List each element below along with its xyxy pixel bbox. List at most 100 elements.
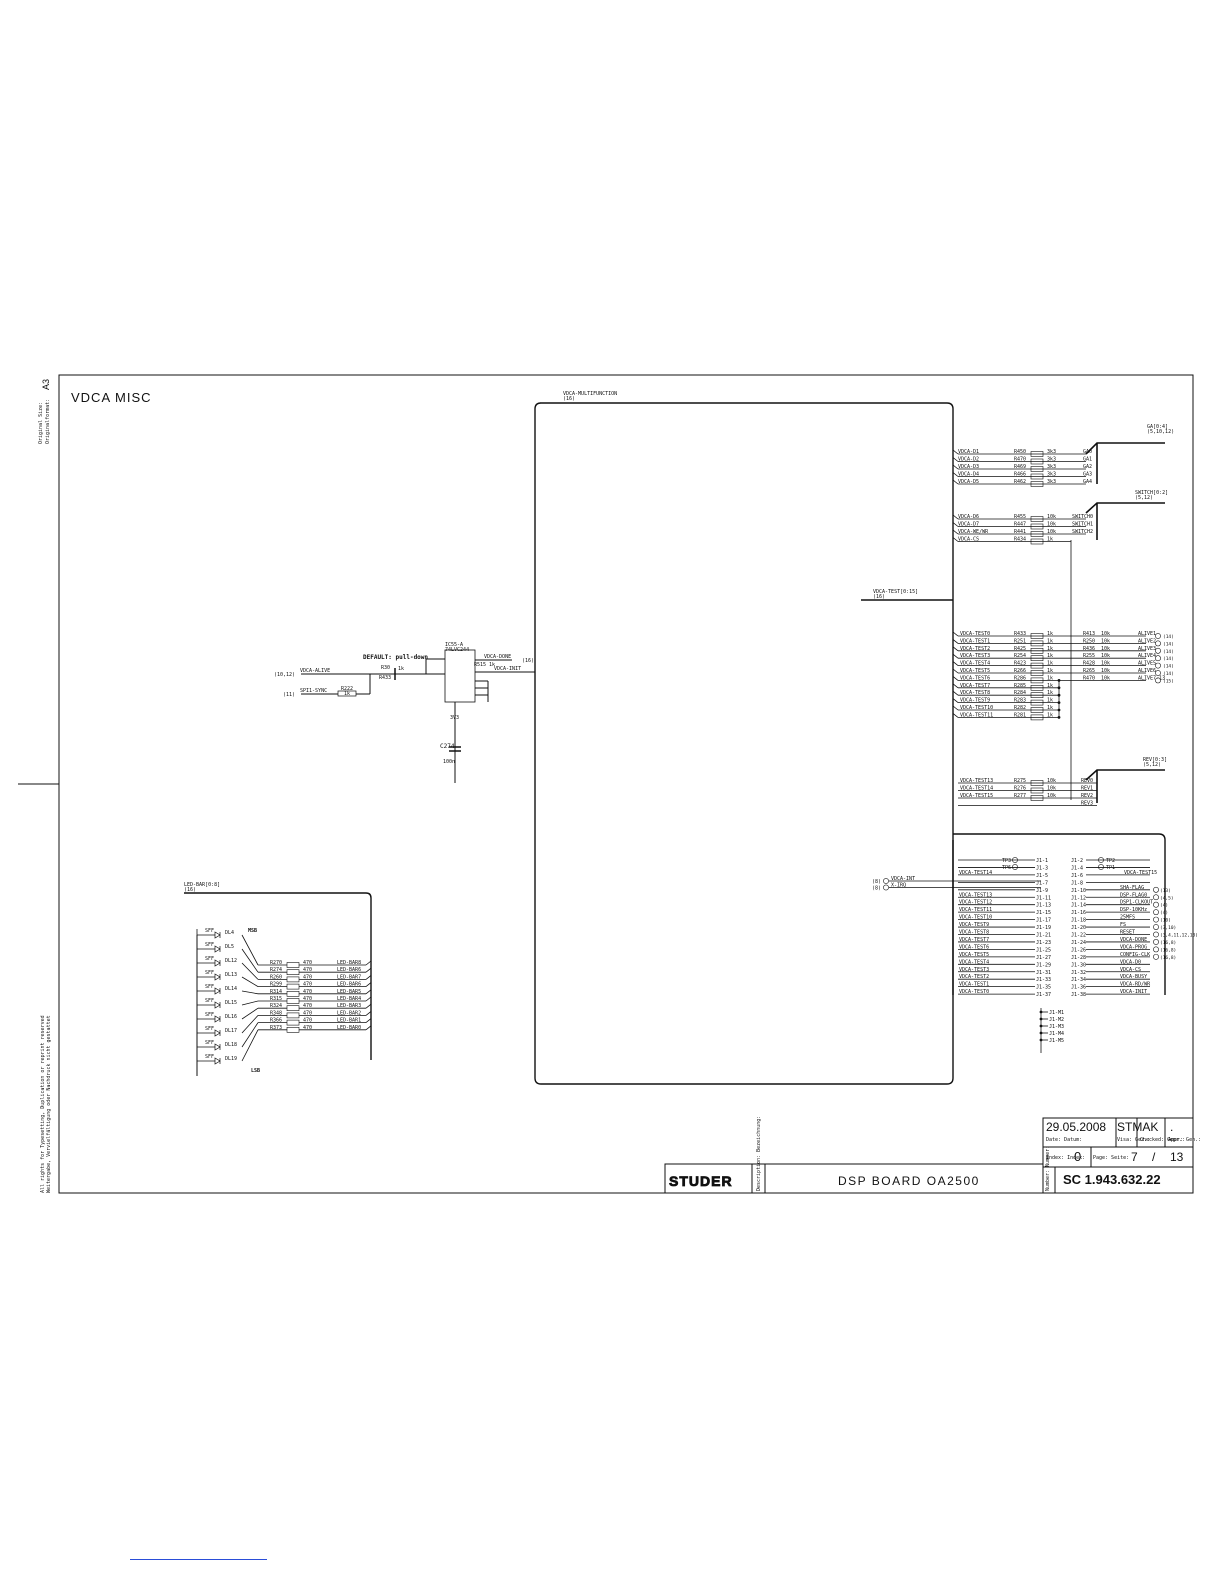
bus-entry: [365, 1011, 372, 1016]
checked-mark: .: [1170, 1120, 1173, 1134]
led-diode-icon: [214, 1057, 221, 1065]
connector-ref: (16,8): [1160, 940, 1176, 946]
bus-entry: [365, 975, 372, 980]
connector-net: VDCA-DONE: [1120, 937, 1147, 943]
bus-entry: [365, 982, 372, 987]
test-net-name: VDCA-TEST3: [960, 653, 990, 659]
alive-output-ref: (14): [1163, 671, 1174, 677]
connector-pin: J1-30: [1071, 962, 1086, 968]
footer-link-underline[interactable]: [130, 1559, 267, 1560]
connector-net: VDCA-TEST9: [959, 922, 989, 928]
r222-value: 1k: [344, 691, 350, 697]
connector-net: VDCA-TEST10: [959, 915, 992, 921]
alive-output-ref: (14): [1163, 664, 1174, 670]
connector-pin: J1-10: [1071, 888, 1086, 894]
r433-label: R433: [379, 675, 391, 681]
led-resistor-ref: R314: [270, 989, 282, 995]
connector-port: [1153, 886, 1159, 893]
revision-author: STMAK: [1117, 1120, 1158, 1134]
alive-resistor-value: 10k: [1101, 675, 1110, 681]
index-value: 0: [1074, 1149, 1081, 1164]
connector-pin: J1-8: [1071, 880, 1083, 886]
ga-resistor: [1030, 466, 1044, 472]
test-resistor: [1030, 707, 1044, 713]
rev-output: REV1: [1081, 786, 1093, 792]
led-color: SFF: [205, 956, 214, 962]
bus-entry: [952, 514, 959, 520]
led-resistor-value: 470: [303, 996, 312, 1002]
alive-input: VDCA-ALIVE: [300, 668, 330, 674]
mounting-pin: J1-M1: [1049, 1010, 1064, 1016]
alive-resistor-value: 10k: [1101, 631, 1110, 637]
alive-resistor-value: 10k: [1101, 661, 1110, 667]
ga-resistor-value: 3k3: [1047, 449, 1056, 455]
test-point-label: TP2: [1106, 858, 1115, 864]
rev-output: REV0: [1081, 778, 1093, 784]
alive-resistor-ref: R436: [1083, 646, 1095, 652]
multifunction-label: VDCA-MULTIFUNCTION: [563, 391, 617, 397]
connector-pin: J1-14: [1071, 903, 1086, 909]
led-resistor-value: 470: [303, 1025, 312, 1031]
ga-resistor-value: 3k3: [1047, 464, 1056, 470]
switch-resistor-ref: R455: [1014, 514, 1026, 520]
led-resistor-ref: R260: [270, 974, 282, 980]
index-label: Index: Index:: [1046, 1155, 1085, 1161]
connector-net: VDCA-RD/WR: [1120, 982, 1151, 988]
bus-entry: [952, 713, 959, 718]
led-to-resistor: [241, 990, 259, 995]
ga-resistor: [1030, 481, 1044, 487]
led-color: SFF: [205, 1012, 214, 1018]
connector-net: VDCA-TEST2: [959, 974, 989, 980]
revision-date: 29.05.2008: [1046, 1120, 1106, 1134]
connector-pin: J1-23: [1036, 940, 1051, 946]
connector-port: [1153, 916, 1159, 923]
led-to-resistor: [241, 1000, 259, 1006]
test-net-name: VDCA-TEST7: [960, 683, 990, 689]
led-color: SFF: [205, 998, 214, 1004]
connector-ref: (13): [1160, 888, 1171, 894]
rev-resistor: [1030, 780, 1044, 786]
alive-port: [1155, 640, 1161, 647]
connector-net: VDCA-CS: [1120, 967, 1141, 973]
led-diode-icon: [214, 1001, 221, 1009]
test-resistor-value: 1k: [1047, 661, 1053, 667]
format-code: A3: [41, 379, 51, 390]
test-point-label: TP6: [1002, 865, 1011, 871]
connector-net: VDCA-TEST11: [959, 907, 992, 913]
sync-input: SPI1-SYNC: [300, 688, 327, 694]
test-resistor: [1030, 699, 1044, 706]
connector-net: VDCA-TEST4: [959, 959, 989, 965]
ga-resistor-ref: R462: [1014, 479, 1026, 485]
ga-output: GA4: [1083, 479, 1092, 485]
test-net-name: VDCA-TEST0: [960, 631, 990, 637]
test-net-name: VDCA-TEST11: [960, 712, 993, 718]
connector-pin: J1-38: [1071, 992, 1086, 998]
connector-net: RESET: [1120, 930, 1135, 936]
test-resistor-value: 1k: [1047, 668, 1053, 674]
bus-entry: [952, 653, 959, 659]
connector-port: [1153, 894, 1159, 901]
connector-pin: J1-6: [1071, 873, 1083, 879]
bus-entry: [952, 449, 959, 455]
led-resistor: [286, 1019, 300, 1026]
test-resistor-ref: R423: [1014, 661, 1026, 667]
ga-resistor: [1030, 451, 1044, 457]
connector-port: [1153, 946, 1159, 953]
connector-ref: (4): [1160, 903, 1168, 909]
connector-net: VDCA-BUSY: [1120, 974, 1147, 980]
test-resistor-value: 1k: [1047, 712, 1053, 718]
r30-value: 1k: [398, 666, 404, 672]
led-resistor: [286, 1012, 300, 1019]
test-resistor-ref: R266: [1014, 668, 1026, 674]
connector-pin: J1-33: [1036, 977, 1051, 983]
rev-resistor-ref: R275: [1014, 778, 1026, 784]
test-resistor-value: 1k: [1047, 638, 1053, 644]
ga-resistor-ref: R450: [1014, 449, 1026, 455]
alive-output: ALIVE5: [1138, 661, 1156, 667]
external-ref: (8): [872, 879, 881, 885]
led-diode-icon: [214, 945, 221, 953]
led-resistor: [286, 962, 300, 968]
test-point-label: TP1: [1106, 865, 1115, 871]
multifunction-block: [534, 402, 954, 1085]
